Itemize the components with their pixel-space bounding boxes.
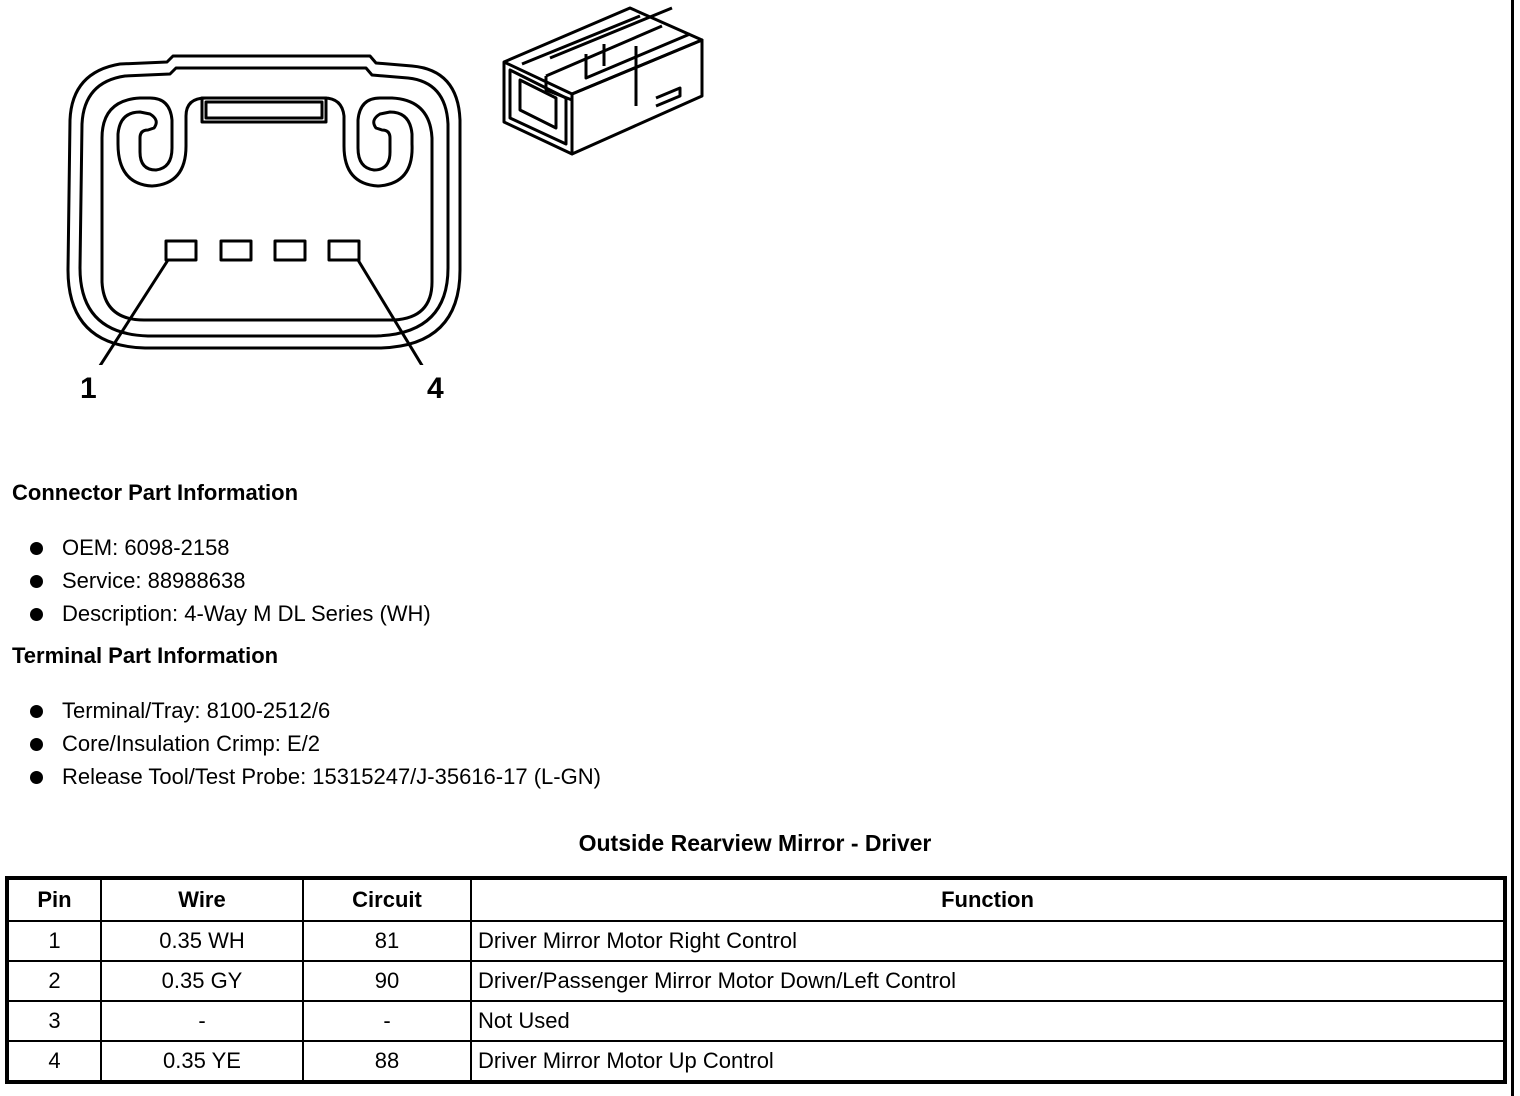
column-header-function: Function — [470, 877, 1506, 922]
column-header-wire: Wire — [100, 877, 304, 922]
list-item: Core/Insulation Crimp: E/2 — [0, 727, 601, 760]
list-item: Description: 4-Way M DL Series (WH) — [0, 597, 431, 630]
table-row: 1 0.35 WH 81 Driver Mirror Motor Right C… — [6, 920, 1506, 962]
column-header-pin: Pin — [6, 877, 102, 922]
connector-part-info-list: OEM: 6098-2158 Service: 88988638 Descrip… — [0, 531, 431, 630]
circuit-cell: 81 — [302, 920, 472, 962]
pin-4-label: 4 — [427, 372, 444, 405]
function-cell: Driver Mirror Motor Up Control — [470, 1040, 1506, 1083]
table-title: Outside Rearview Mirror - Driver — [578, 830, 932, 856]
connector-part-info-heading: Connector Part Information — [12, 480, 299, 505]
circuit-cell: 88 — [302, 1040, 472, 1083]
page-right-border — [1511, 0, 1514, 1096]
function-cell: Not Used — [470, 1000, 1506, 1042]
bullet-icon — [30, 608, 43, 621]
bullet-icon — [30, 705, 43, 718]
circuit-cell: - — [302, 1000, 472, 1042]
pin-1-label: 1 — [80, 372, 97, 405]
table-header-row: Pin Wire Circuit Function — [6, 877, 1506, 922]
table-row: 4 0.35 YE 88 Driver Mirror Motor Up Cont… — [6, 1040, 1506, 1083]
bullet-icon — [30, 738, 43, 751]
pin-cell: 4 — [6, 1040, 102, 1083]
table-row: 2 0.35 GY 90 Driver/Passenger Mirror Mot… — [6, 960, 1506, 1002]
wire-cell: 0.35 YE — [100, 1040, 304, 1083]
column-header-circuit: Circuit — [302, 877, 472, 922]
wire-cell: 0.35 GY — [100, 960, 304, 1002]
list-item: Service: 88988638 — [0, 564, 431, 597]
table-row: 3 - - Not Used — [6, 1000, 1506, 1042]
pin-table: Pin Wire Circuit Function 1 0.35 WH 81 D… — [5, 876, 1507, 1084]
pin-cell: 1 — [6, 920, 102, 962]
pin-cell: 2 — [6, 960, 102, 1002]
bullet-icon — [30, 771, 43, 784]
circuit-cell: 90 — [302, 960, 472, 1002]
list-item: Terminal/Tray: 8100-2512/6 — [0, 694, 601, 727]
function-cell: Driver/Passenger Mirror Motor Down/Left … — [470, 960, 1506, 1002]
bullet-icon — [30, 542, 43, 555]
connector-face-diagram — [66, 54, 462, 365]
list-item: Release Tool/Test Probe: 15315247/J-3561… — [0, 760, 601, 793]
function-cell: Driver Mirror Motor Right Control — [470, 920, 1506, 962]
pin-cell: 3 — [6, 1000, 102, 1042]
list-item: OEM: 6098-2158 — [0, 531, 431, 564]
connector-isometric-diagram — [502, 6, 704, 156]
wire-cell: - — [100, 1000, 304, 1042]
terminal-part-info-list: Terminal/Tray: 8100-2512/6 Core/Insulati… — [0, 694, 601, 793]
bullet-icon — [30, 575, 43, 588]
terminal-part-info-heading: Terminal Part Information — [12, 643, 279, 668]
wire-cell: 0.35 WH — [100, 920, 304, 962]
